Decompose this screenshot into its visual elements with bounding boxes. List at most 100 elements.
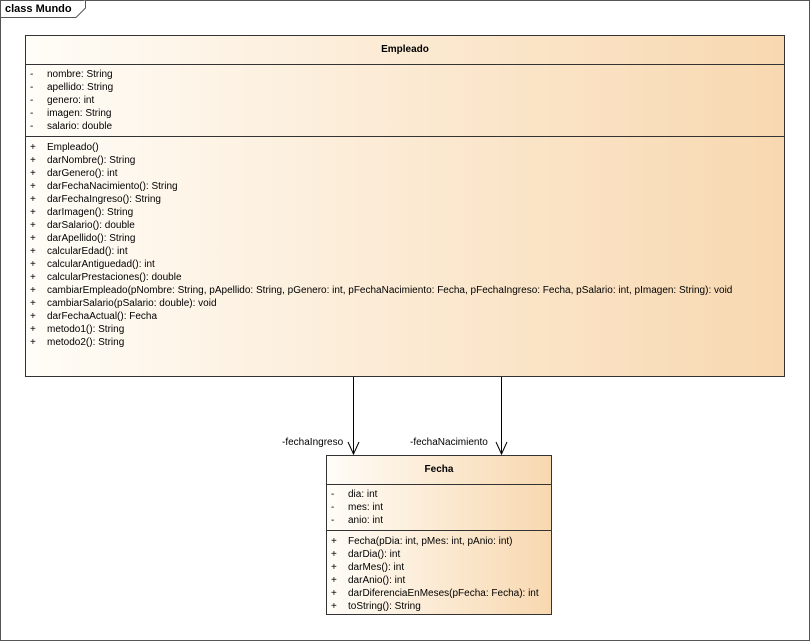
visibility-marker: + — [30, 142, 36, 153]
operation-row[interactable]: + metodo2(): String — [26, 336, 784, 349]
operation-row[interactable]: + Empleado() — [26, 141, 784, 154]
operation-row[interactable]: + darMes(): int — [327, 561, 551, 574]
member-signature: dia: int — [348, 489, 378, 500]
attribute-row[interactable]: -imagen: String — [26, 107, 784, 120]
operations-compartment: + Empleado() + darNombre(): String + darGener… — [26, 136, 784, 349]
operation-row[interactable]: + calcularPrestaciones(): double — [26, 271, 784, 284]
member-signature: darNombre(): String — [47, 155, 136, 166]
association-fecha-ingreso[interactable] — [347, 377, 360, 456]
operation-row[interactable]: +cambiarSalario(pSalario: double): void — [26, 297, 784, 310]
visibility-marker: + — [30, 220, 36, 231]
operation-row[interactable]: + darNombre(): String — [26, 154, 784, 167]
attribute-row[interactable]: - mes: int — [327, 501, 551, 514]
member-signature: apellido: String — [47, 82, 114, 93]
member-signature: darImagen(): String — [47, 207, 134, 218]
frame-title: class Mundo — [5, 3, 72, 15]
operation-row[interactable]: + calcularEdad(): int — [26, 245, 784, 258]
visibility-marker: + — [30, 233, 36, 244]
operation-row[interactable]: + darFechaNacimiento(): String — [26, 180, 784, 193]
visibility-marker: + — [30, 207, 36, 218]
member-signature: darApellido(): String — [47, 233, 136, 244]
member-signature: nombre: String — [47, 69, 113, 80]
member-signature: darFechaNacimiento(): String — [47, 181, 178, 192]
member-signature: calcularPrestaciones(): double — [47, 272, 182, 283]
class-empleado[interactable]: Empleado - nombre: String - apellido: Strin… — [25, 35, 785, 377]
visibility-marker: + — [30, 246, 36, 257]
visibility-marker: + — [331, 549, 337, 560]
member-signature: calcularAntiguedad(): int — [47, 259, 155, 270]
attribute-row[interactable]: - anio: int — [327, 514, 551, 527]
visibility-marker: - — [331, 515, 335, 526]
member-signature: Fecha(pDia: int, pMes: int, pAnio: int) — [348, 536, 513, 547]
operation-row[interactable]: + darAnio(): int — [327, 574, 551, 587]
operation-row[interactable]: + cambiarEmpleado(pNombre: String, pApell… — [26, 284, 784, 297]
class-name: Empleado — [381, 44, 429, 55]
role-label-fecha-nacimiento: -fechaNacimiento — [410, 437, 488, 448]
member-signature: darGenero(): int — [47, 168, 118, 179]
member-signature: anio: int — [348, 515, 384, 526]
operation-row[interactable]: + calcularAntiguedad(): int — [26, 258, 784, 271]
operation-row[interactable]: + darImagen(): String — [26, 206, 784, 219]
member-signature: metodo2(): String — [47, 337, 125, 348]
member-signature: darFechaIngreso(): String — [47, 194, 161, 205]
operation-row[interactable]: + Fecha(pDia: int, pMes: int, pAnio: int) — [327, 535, 551, 548]
visibility-marker: - — [30, 121, 34, 132]
operation-row[interactable]: + toString(): String — [327, 600, 551, 613]
member-signature: salario: double — [47, 121, 113, 132]
member-signature: darMes(): int — [348, 562, 405, 573]
visibility-marker: + — [30, 194, 36, 205]
visibility-marker: + — [30, 324, 36, 335]
attribute-row[interactable]: - nombre: String — [26, 68, 784, 81]
visibility-marker: + — [331, 536, 337, 547]
visibility-marker: - — [30, 69, 34, 80]
attribute-row[interactable]: -dia: int — [327, 488, 551, 501]
operation-row[interactable]: + darGenero(): int — [26, 167, 784, 180]
member-signature: darAnio(): int — [348, 575, 406, 586]
operation-row[interactable]: +darDiferenciaEnMeses(pFecha: Fecha): in… — [327, 587, 551, 600]
attribute-row[interactable]: - salario: double — [26, 120, 784, 133]
operations-compartment: + Fecha(pDia: int, pMes: int, pAnio: int)… — [327, 530, 551, 613]
visibility-marker: + — [331, 601, 337, 612]
operation-row[interactable]: + darFechaActual(): Fecha — [26, 310, 784, 323]
member-signature: calcularEdad(): int — [47, 246, 128, 257]
operation-row[interactable]: + darDia(): int — [327, 548, 551, 561]
member-signature: imagen: String — [47, 108, 112, 119]
frame-tab: class Mundo — [0, 0, 86, 18]
visibility-marker: + — [30, 155, 36, 166]
operation-row[interactable]: + metodo1(): String — [26, 323, 784, 336]
operation-row[interactable]: +darSalario(): double — [26, 219, 784, 232]
visibility-marker: - — [30, 95, 34, 106]
visibility-marker: + — [30, 272, 36, 283]
member-signature: toString(): String — [348, 601, 421, 612]
member-signature: mes: int — [348, 502, 384, 513]
visibility-marker: - — [30, 82, 34, 93]
attribute-row[interactable]: - apellido: String — [26, 81, 784, 94]
attributes-compartment: - nombre: String - apellido: String - genero:… — [26, 64, 784, 136]
operation-row[interactable]: + darApellido(): String — [26, 232, 784, 245]
class-name: Fecha — [424, 464, 454, 475]
visibility-marker: + — [30, 259, 36, 270]
visibility-marker: + — [331, 575, 337, 586]
association-fecha-nacimiento[interactable] — [495, 377, 508, 456]
visibility-marker: + — [331, 588, 337, 599]
visibility-marker: - — [331, 502, 335, 513]
member-signature: darDia(): int — [348, 549, 401, 560]
role-label-fecha-ingreso: -fechaIngreso — [282, 437, 344, 448]
operation-row[interactable]: + darFechaIngreso(): String — [26, 193, 784, 206]
member-signature: Empleado() — [47, 142, 99, 153]
visibility-marker: + — [30, 337, 36, 348]
member-signature: cambiarSalario(pSalario: double): void — [47, 298, 217, 309]
attributes-compartment: -dia: int-mes: int-anio: int — [327, 484, 551, 530]
visibility-marker: + — [331, 562, 337, 573]
visibility-marker: + — [30, 311, 36, 322]
member-signature: darFechaActual(): Fecha — [47, 311, 158, 322]
visibility-marker: + — [30, 181, 36, 192]
member-signature: metodo1(): String — [47, 324, 125, 335]
visibility-marker: + — [30, 285, 36, 296]
member-signature: genero: int — [47, 95, 95, 106]
member-signature: cambiarEmpleado(pNombre: String, pApelli… — [47, 285, 733, 296]
class-fecha[interactable]: Fecha -dia: int-mes: int-anio: int +Fech… — [326, 455, 552, 615]
visibility-marker: + — [30, 168, 36, 179]
attribute-row[interactable]: - genero: int — [26, 94, 784, 107]
